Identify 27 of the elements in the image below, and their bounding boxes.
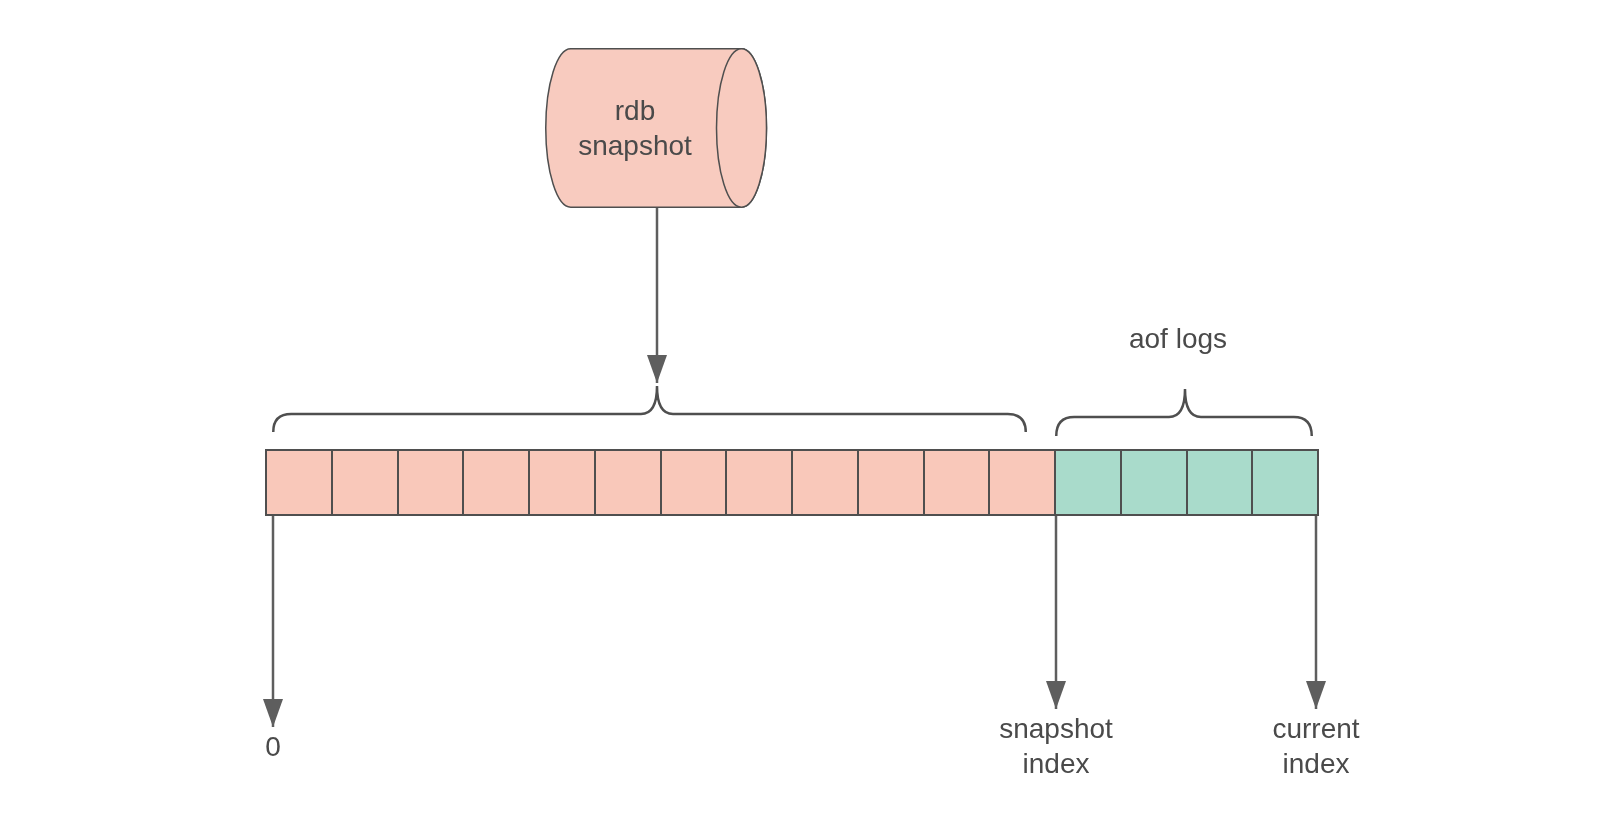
arrow xyxy=(1046,516,1066,709)
arrow xyxy=(647,208,667,383)
log-entry-square xyxy=(922,449,991,516)
log-entry-square xyxy=(1119,449,1188,516)
curly-brace xyxy=(272,385,1027,432)
log-entry-square xyxy=(462,449,530,516)
log-entry-square xyxy=(1251,449,1319,516)
index-label: 0 xyxy=(265,729,281,764)
log-entry-square xyxy=(330,449,399,516)
log-entry-square xyxy=(265,449,333,516)
log-entry-square xyxy=(1185,449,1254,516)
curly-brace xyxy=(1055,388,1313,436)
log-entry-square xyxy=(396,449,465,516)
log-entry-square xyxy=(1054,449,1122,516)
log-entry-square xyxy=(593,449,662,516)
cylinder-label: rdb snapshot xyxy=(578,94,692,163)
brace-label: aof logs xyxy=(1128,322,1228,356)
log-entry-square xyxy=(791,449,859,516)
log-entry-square xyxy=(659,449,728,516)
index-label: current index xyxy=(1272,711,1360,781)
log-entry-square xyxy=(725,449,793,516)
arrow xyxy=(1306,516,1326,709)
log-entry-square xyxy=(528,449,596,516)
log-entry-square xyxy=(856,449,925,516)
index-label: snapshot index xyxy=(999,711,1113,781)
arrow xyxy=(263,516,283,727)
log-entry-square xyxy=(988,449,1056,516)
